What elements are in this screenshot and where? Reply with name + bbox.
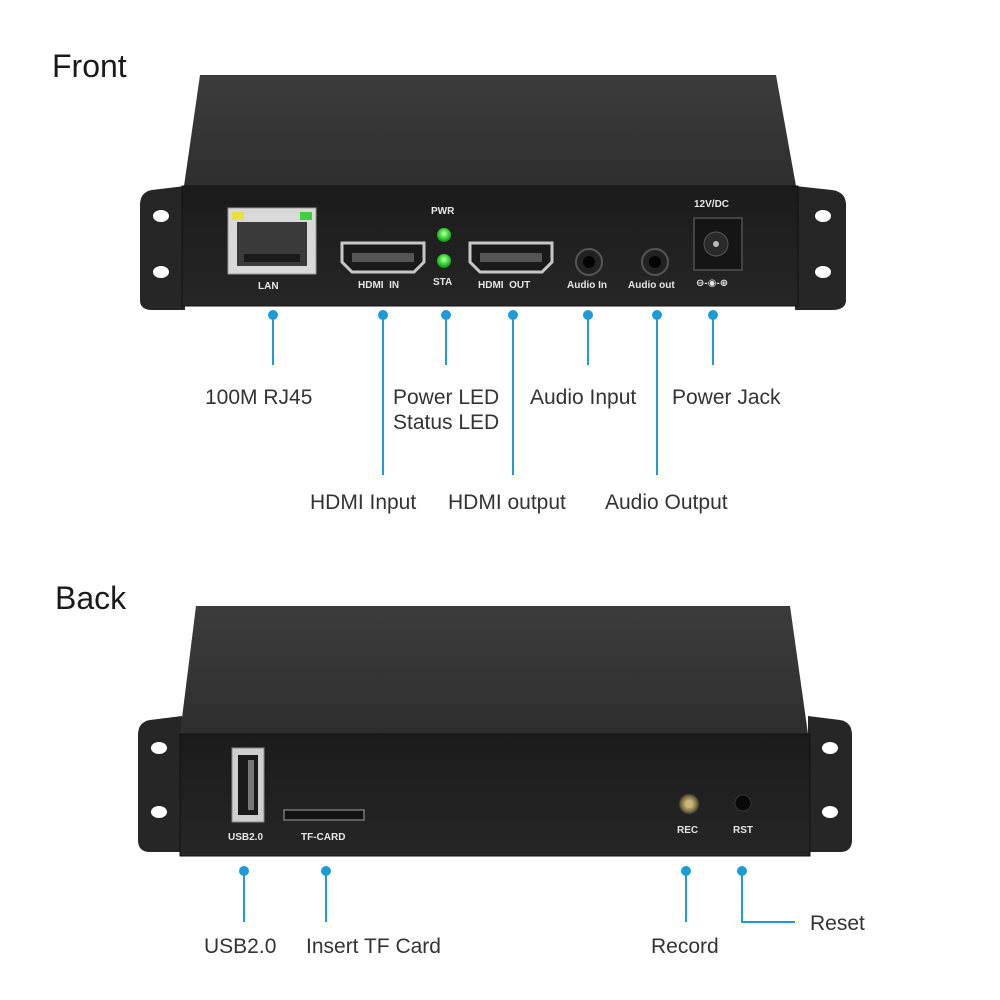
callout-dots (239, 310, 747, 876)
callout-dot-audio-output (652, 310, 662, 320)
panel-label-tf: TF-CARD (301, 832, 346, 843)
callout-lines (243, 315, 795, 923)
callout-dot-hdmi-output (508, 310, 518, 320)
usb-tongue (248, 760, 254, 810)
callout-dot-record (681, 866, 691, 876)
callout-audio-input: Audio Input (530, 386, 637, 409)
callout-dot-usb (239, 866, 249, 876)
callout-dot-tf-card (321, 866, 331, 876)
callout-record: Record (651, 935, 719, 958)
callout-usb: USB2.0 (204, 935, 277, 958)
panel-label-hdmi-out: HDMI OUT (478, 280, 531, 291)
front-right-ear (795, 186, 846, 310)
back-right-hole-top (822, 742, 838, 754)
panel-label-hdmi-in: HDMI IN (358, 280, 400, 291)
back-right-hole-bottom (822, 806, 838, 818)
callout-dot-leds (441, 310, 451, 320)
panel-label-sta: STA (433, 277, 453, 288)
status-led (437, 254, 451, 268)
back-panel (179, 733, 811, 857)
front-left-ear (140, 186, 185, 310)
callout-dot-power-jack (708, 310, 718, 320)
back-left-hole-top (151, 742, 167, 754)
front-left-hole-top (153, 210, 169, 222)
callout-audio-output: Audio Output (605, 491, 728, 514)
hdmi-in-pins (352, 253, 414, 262)
panel-label-usb: USB2.0 (228, 832, 264, 843)
front-device (140, 75, 846, 310)
panel-label-audio-out: Audio out (628, 280, 675, 291)
callout-status-led: Status LED (393, 411, 500, 434)
lan-latch (244, 254, 300, 262)
back-left-hole-bottom (151, 806, 167, 818)
panel-label-rec: REC (677, 825, 699, 836)
panel-label-rst: RST (733, 825, 753, 836)
back-left-ear (138, 716, 182, 852)
back-title: Back (55, 580, 127, 616)
panel-label-lan: LAN (258, 281, 279, 292)
callout-dot-reset (737, 866, 747, 876)
panel-label-polarity: ⊖-◉-⊕ (696, 278, 729, 289)
callout-line-reset (741, 871, 795, 923)
power-led (437, 228, 451, 242)
callout-reset: Reset (810, 912, 865, 935)
record-button-center (685, 800, 693, 808)
panel-label-audio-in: Audio In (567, 280, 607, 291)
callout-power-jack: Power Jack (672, 386, 781, 409)
callout-dot-hdmi-input (378, 310, 388, 320)
tf-card-slot (283, 809, 365, 821)
callout-hdmi-output: HDMI output (448, 491, 566, 514)
hdmi-out-pins (480, 253, 542, 262)
audio-in-hole (583, 256, 595, 268)
callout-power-led: Power LED (393, 386, 500, 409)
power-jack-pin (713, 241, 719, 247)
back-device (138, 606, 852, 857)
callout-dot-rj45 (268, 310, 278, 320)
callout-dot-audio-input (583, 310, 593, 320)
front-right-hole-bottom (815, 266, 831, 278)
front-left-hole-bottom (153, 266, 169, 278)
audio-out-hole (649, 256, 661, 268)
callout-tf-card: Insert TF Card (306, 935, 441, 958)
front-title: Front (52, 48, 127, 84)
lan-led-left (232, 212, 244, 220)
front-right-hole-top (815, 210, 831, 222)
front-top-cover (184, 75, 796, 186)
callout-rj45: 100M RJ45 (205, 386, 313, 409)
panel-label-pwr: PWR (431, 206, 455, 217)
reset-button (734, 794, 752, 812)
callout-hdmi-input: HDMI Input (310, 491, 417, 514)
lan-led-right (300, 212, 312, 220)
back-top-cover (180, 606, 808, 734)
panel-label-dc: 12V/DC (694, 199, 730, 210)
back-right-ear (808, 716, 852, 852)
